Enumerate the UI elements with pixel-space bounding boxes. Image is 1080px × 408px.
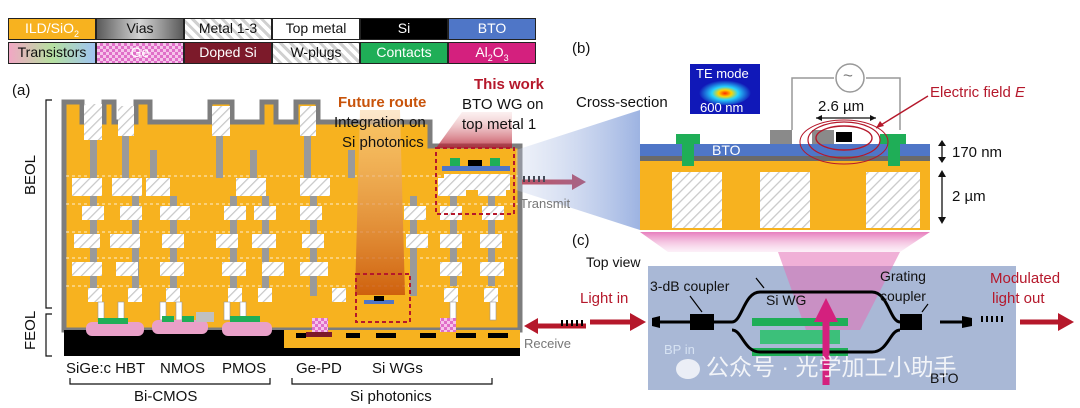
legend-si: Si xyxy=(360,18,448,40)
width-label: 2.6 µm xyxy=(818,98,865,115)
future-route-line1: Integration on xyxy=(334,114,426,131)
faint-label: BP in xyxy=(664,342,695,357)
efield-text: Electric field xyxy=(930,84,1016,101)
legend-label: Vias xyxy=(126,20,154,36)
thickness-label: 170 nm xyxy=(952,144,1003,161)
modulated-line1: Modulated xyxy=(990,270,1061,287)
legend-bto: BTO xyxy=(448,18,536,40)
legend-vias: Vias xyxy=(96,18,184,40)
coupler-3db-label: 3-dB coupler xyxy=(650,278,730,294)
legend-label: Ge xyxy=(130,44,150,60)
group-bicmos: Bi-CMOS xyxy=(134,388,198,405)
grating-coupler-line1: Grating xyxy=(880,268,926,284)
cross-section-label: Cross-section xyxy=(576,94,668,111)
legend-ge: Ge xyxy=(96,42,184,64)
efield-label: Electric field E xyxy=(930,84,1025,101)
legend-ild-sio: ILD/SiO2 xyxy=(8,18,96,40)
legend-label: Contacts xyxy=(376,44,432,60)
receive-label: Receive xyxy=(524,336,571,351)
legend-label: BTO xyxy=(477,20,507,36)
si-wg-label: Si WG xyxy=(766,292,807,308)
transmit-label: Transmit xyxy=(520,196,571,211)
watermark-text: 公众号 · 光学加工小助手 xyxy=(706,354,957,380)
this-work-line2: top metal 1 xyxy=(462,116,537,133)
modulated-line2: light out xyxy=(992,290,1045,307)
this-work-line1: BTO WG on xyxy=(462,96,544,113)
device-sigec-hbt: SiGe:c HBT xyxy=(66,360,146,377)
device-ge-pd: Ge-PD xyxy=(296,360,342,377)
this-work-title: This work xyxy=(474,76,545,93)
legend-label: ILD/SiO xyxy=(24,20,74,36)
panel-b-tag: (b) xyxy=(572,40,591,57)
legend-label: Al xyxy=(475,44,488,60)
legend-label: Transistors xyxy=(17,44,87,60)
group-si-photonics: Si photonics xyxy=(350,388,432,405)
legend-label: Si xyxy=(397,20,411,36)
legend-label: Top metal xyxy=(285,20,347,36)
legend-top-metal: Top metal xyxy=(272,18,360,40)
source-icon: ~ xyxy=(843,66,853,85)
panel-a-tag: (a) xyxy=(12,82,31,99)
wechat-icon xyxy=(676,358,700,379)
device-pmos: PMOS xyxy=(222,360,267,377)
panel-c-tag: (c) xyxy=(572,232,590,249)
future-route-line2: Si photonics xyxy=(342,134,424,151)
grating-coupler-line2: coupler xyxy=(880,288,926,304)
legend-metal-1-3: Metal 1-3 xyxy=(184,18,272,40)
legend-label: Doped Si xyxy=(199,44,257,60)
light-in-label: Light in xyxy=(580,290,629,307)
top-view-diagram xyxy=(590,252,1074,390)
cross-section-diagram xyxy=(516,63,946,252)
legend-doped-si: Doped Si xyxy=(184,42,272,64)
te-mode-line2: 600 nm xyxy=(700,100,744,115)
receive-arrow xyxy=(524,318,586,334)
feol-label: FEOL xyxy=(22,310,39,350)
legend-contacts: Contacts xyxy=(360,42,448,64)
bto-label-c: BTO xyxy=(930,370,959,386)
legend-label: W-plugs xyxy=(290,44,342,60)
legend-al: Al2O3 xyxy=(448,42,536,64)
top-view-label: Top view xyxy=(586,254,641,270)
beol-label: BEOL xyxy=(22,154,39,195)
bto-label-b: BTO xyxy=(712,142,741,158)
legend-w-plugs: W-plugs xyxy=(272,42,360,64)
watermark: 公众号 · 光学加工小助手 xyxy=(676,348,956,382)
legend-label: Metal 1-3 xyxy=(198,20,258,36)
efield-symbol: E xyxy=(1015,84,1026,101)
chip-stack xyxy=(61,99,523,356)
future-route-title: Future route xyxy=(338,94,427,111)
legend-transistors: Transistors xyxy=(8,42,96,64)
te-mode-line1: TE mode xyxy=(696,66,749,81)
device-si-wgs: Si WGs xyxy=(372,360,423,377)
device-nmos: NMOS xyxy=(160,360,205,377)
oxide-thickness-label: 2 µm xyxy=(952,188,986,205)
